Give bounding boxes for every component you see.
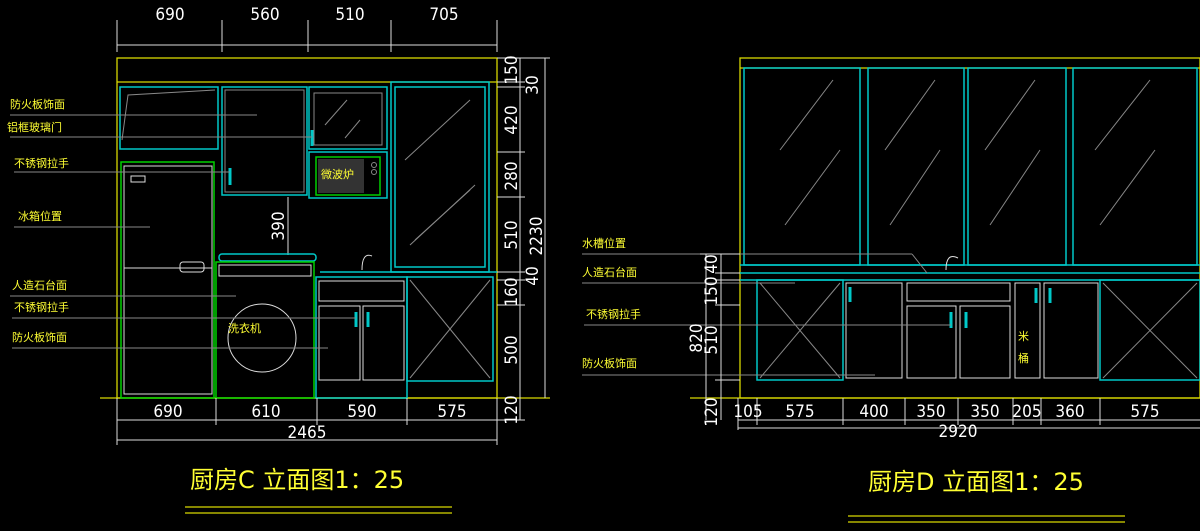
dim-text: 350: [916, 402, 945, 422]
callout-label: 铝框玻璃门: [7, 120, 62, 134]
dim-text: 360: [1055, 402, 1084, 422]
drawing-title: 厨房C 立面图1：25: [190, 466, 404, 494]
upper-glass-cabinets: [743, 67, 1198, 266]
dim-text: 420: [502, 105, 522, 134]
dishwasher-space: [406, 276, 494, 382]
microwave: [315, 156, 381, 196]
dim-text: 120: [502, 395, 522, 424]
dim-text: 350: [970, 402, 999, 422]
dim-text: 575: [437, 402, 466, 422]
dim-text: 150: [502, 55, 522, 84]
bottom-dimensions: 105 575 400 350 350 205 360 575 2920: [733, 398, 1200, 442]
left-dimensions: 40 150 510 120 820: [687, 253, 740, 427]
glass-cabinet: [308, 86, 388, 150]
total-width: 2920: [939, 422, 978, 442]
dim-text: 510: [702, 325, 722, 354]
dim-text: 400: [859, 402, 888, 422]
washer-label: 洗衣机: [228, 321, 261, 335]
dim-text: 120: [702, 397, 722, 426]
dim-text: 590: [347, 402, 376, 422]
dim-text: 690: [153, 402, 182, 422]
elevation-c: 690 560 510 705 微波炉 390 洗衣机 防火板饰: [7, 5, 550, 514]
base-cabinets: 米 桶: [756, 279, 1200, 381]
dim-text: 30: [523, 75, 543, 94]
callout-label: 水槽位置: [582, 236, 626, 250]
callout-labels: 防火板饰面 铝框玻璃门 不锈钢拉手 冰箱位置 人造石台面 不锈钢拉手 防火板饰面: [7, 97, 356, 349]
callout-label: 不锈钢拉手: [586, 307, 641, 321]
washing-machine: [215, 261, 315, 399]
total-height: 820: [687, 323, 707, 352]
callout-label: 不锈钢拉手: [14, 300, 69, 314]
callout-label: 防火板饰面: [582, 356, 637, 370]
dim-text: 560: [250, 5, 279, 25]
dim-text: 690: [155, 5, 184, 25]
microwave-label: 微波炉: [321, 167, 354, 181]
drawing-title: 厨房D 立面图1：25: [868, 468, 1084, 496]
dim-text: 610: [251, 402, 280, 422]
dim-text: 40: [523, 266, 543, 285]
total-height: 2230: [527, 217, 547, 256]
callout-label: 防火板饰面: [12, 330, 67, 344]
callout-label: 防火板饰面: [10, 97, 65, 111]
bottom-dimensions: 690 610 590 575 2465: [116, 398, 498, 445]
dim-text: 150: [702, 276, 722, 305]
upper-cabinet: [221, 86, 308, 196]
dim-text: 575: [785, 402, 814, 422]
total-width: 2465: [288, 423, 327, 443]
dim-text: 160: [502, 277, 522, 306]
dim-text: 575: [1130, 402, 1159, 422]
dim-text: 390: [269, 211, 289, 240]
callout-label: 人造石台面: [12, 278, 67, 292]
fridge: [120, 161, 215, 399]
dim-text: 510: [335, 5, 364, 25]
elevation-d: 米 桶 水槽位置 人造石台面 不锈钢拉手 防火板饰面 40 150 510 12…: [582, 57, 1200, 523]
rice-bin-label: 米: [1018, 330, 1029, 343]
range-hood-cabinet: [119, 86, 219, 150]
right-dimensions: 150 30 420 280 510 40 160 500 120 2230: [497, 55, 550, 425]
dim-text: 500: [502, 335, 522, 364]
callout-label: 不锈钢拉手: [14, 156, 69, 170]
rice-bin-label: 桶: [1018, 351, 1029, 365]
dim-text: 280: [502, 161, 522, 190]
tall-glass-cabinet: [390, 81, 490, 273]
dim-text: 205: [1012, 402, 1041, 422]
dim-text: 510: [502, 220, 522, 249]
dim-text: 40: [702, 254, 722, 273]
dim-text: 705: [429, 5, 458, 25]
dim-text: 105: [733, 402, 762, 422]
callout-label: 人造石台面: [582, 265, 637, 279]
callout-labels: 水槽位置 人造石台面 不锈钢拉手 防火板饰面: [582, 236, 951, 376]
callout-label: 冰箱位置: [18, 209, 62, 223]
top-dimensions: 690 560 510 705: [116, 5, 498, 52]
